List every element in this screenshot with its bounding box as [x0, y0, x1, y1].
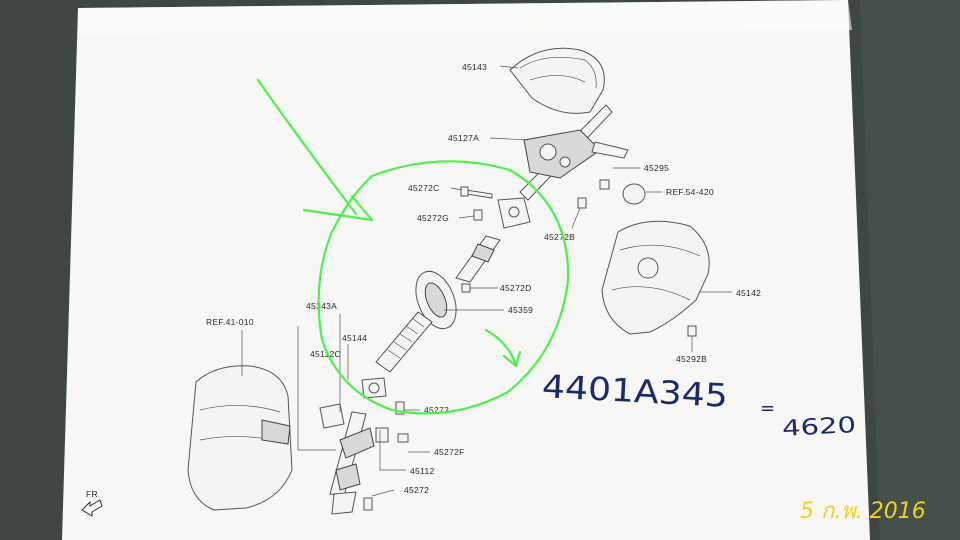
green-circle — [317, 160, 570, 415]
label-45272-upper: 45272 — [424, 405, 449, 415]
label-45112C: 45112C — [310, 349, 341, 359]
upper-column-cover — [509, 47, 605, 114]
handwritten-equals: = — [760, 398, 775, 419]
green-arrow-icon — [256, 78, 358, 216]
label-ref-54-420: REF.54-420 — [666, 187, 714, 197]
label-45112: 45112 — [410, 466, 435, 476]
label-45142: 45142 — [736, 288, 761, 298]
label-45272C: 45272C — [408, 183, 440, 193]
label-45144: 45144 — [342, 333, 367, 343]
label-45272G: 45272G — [417, 213, 449, 223]
handwritten-price: 4620 — [781, 413, 856, 442]
front-arrow-icon: FR — [81, 489, 103, 517]
label-45295: 45295 — [644, 163, 669, 173]
green-highlight-markup — [256, 78, 570, 415]
label-45272D: 45272D — [500, 283, 532, 293]
label-45127A: 45127A — [448, 133, 479, 143]
date-stamp: 5 ก.พ. 2016 — [800, 499, 926, 524]
label-45272-lower: 45272 — [404, 485, 429, 495]
label-45343A: 45343A — [306, 301, 337, 311]
label-45272F: 45272F — [434, 447, 465, 457]
label-45292B: 45292B — [676, 354, 707, 364]
label-45272B: 45272B — [544, 232, 575, 242]
label-ref-41-010: REF.41-010 — [206, 317, 254, 327]
label-fr: FR — [86, 489, 98, 499]
label-45359: 45359 — [508, 305, 533, 315]
steering-column-diagram: 45143 45127A 45295 REF.54-420 45272C 452… — [81, 47, 761, 517]
column-bellows — [375, 311, 433, 373]
steering-gear-housing — [187, 365, 293, 511]
label-45143: 45143 — [462, 62, 487, 72]
